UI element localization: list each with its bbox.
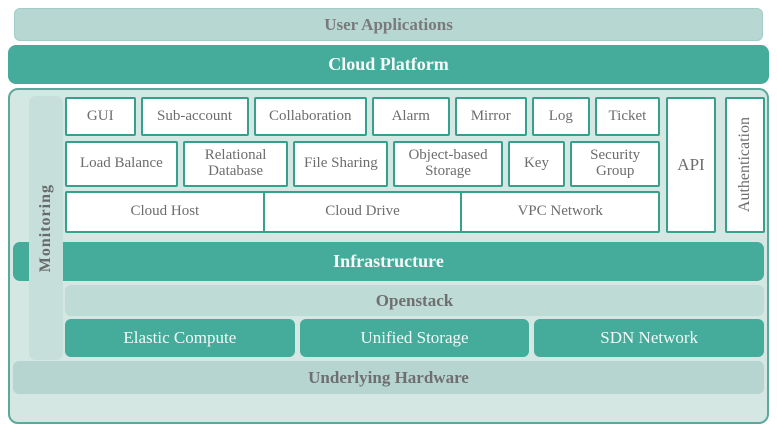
underlying-hardware-bar: Underlying Hardware xyxy=(13,361,764,394)
infrastructure-row: Elastic Compute Unified Storage SDN Netw… xyxy=(65,319,765,357)
authentication-box: Authentication xyxy=(725,97,765,233)
service-box-relational-database: Relational Database xyxy=(182,141,289,187)
api-label: API xyxy=(677,155,705,174)
service-box-file-sharing: File Sharing xyxy=(293,141,389,187)
service-grid: GUI Sub-account Collaboration Alarm Mirr… xyxy=(65,97,661,233)
service-box-gui: GUI xyxy=(65,97,136,136)
service-row-1: GUI Sub-account Collaboration Alarm Mirr… xyxy=(65,97,661,136)
user-applications-bar: User Applications xyxy=(14,8,763,41)
monitoring-sidebar: Monitoring xyxy=(29,96,63,360)
service-box-alarm: Alarm xyxy=(371,97,450,136)
platform-container: Infrastructure Monitoring GUI Sub-accoun… xyxy=(8,88,769,424)
authentication-label: Authentication xyxy=(736,117,753,213)
infra-box-unified-storage: Unified Storage xyxy=(299,319,530,357)
service-box-key: Key xyxy=(507,141,566,187)
service-row-2: Load Balance Relational Database File Sh… xyxy=(65,141,660,187)
service-row-3: Cloud Host Cloud Drive VPC Network xyxy=(65,191,661,233)
service-box-security-group: Security Group xyxy=(570,141,660,187)
infrastructure-bar: Infrastructure xyxy=(13,242,764,281)
service-box-cloud-drive: Cloud Drive xyxy=(262,191,463,233)
service-box-object-based-storage: Object-based Storage xyxy=(393,141,503,187)
infra-box-sdn-network: SDN Network xyxy=(534,319,765,357)
service-box-ticket: Ticket xyxy=(594,97,661,136)
service-box-vpc-network: VPC Network xyxy=(460,191,661,233)
openstack-bar: Openstack xyxy=(65,285,764,316)
service-box-collaboration: Collaboration xyxy=(253,97,367,136)
cloud-platform-bar: Cloud Platform xyxy=(8,45,769,84)
service-box-cloud-host: Cloud Host xyxy=(65,191,265,233)
service-box-load-balance: Load Balance xyxy=(65,141,178,187)
service-box-sub-account: Sub-account xyxy=(140,97,249,136)
monitoring-label: Monitoring xyxy=(37,183,54,273)
infra-box-elastic-compute: Elastic Compute xyxy=(65,319,295,357)
service-box-mirror: Mirror xyxy=(454,97,527,136)
service-box-log: Log xyxy=(531,97,590,136)
api-box: API xyxy=(666,97,716,233)
